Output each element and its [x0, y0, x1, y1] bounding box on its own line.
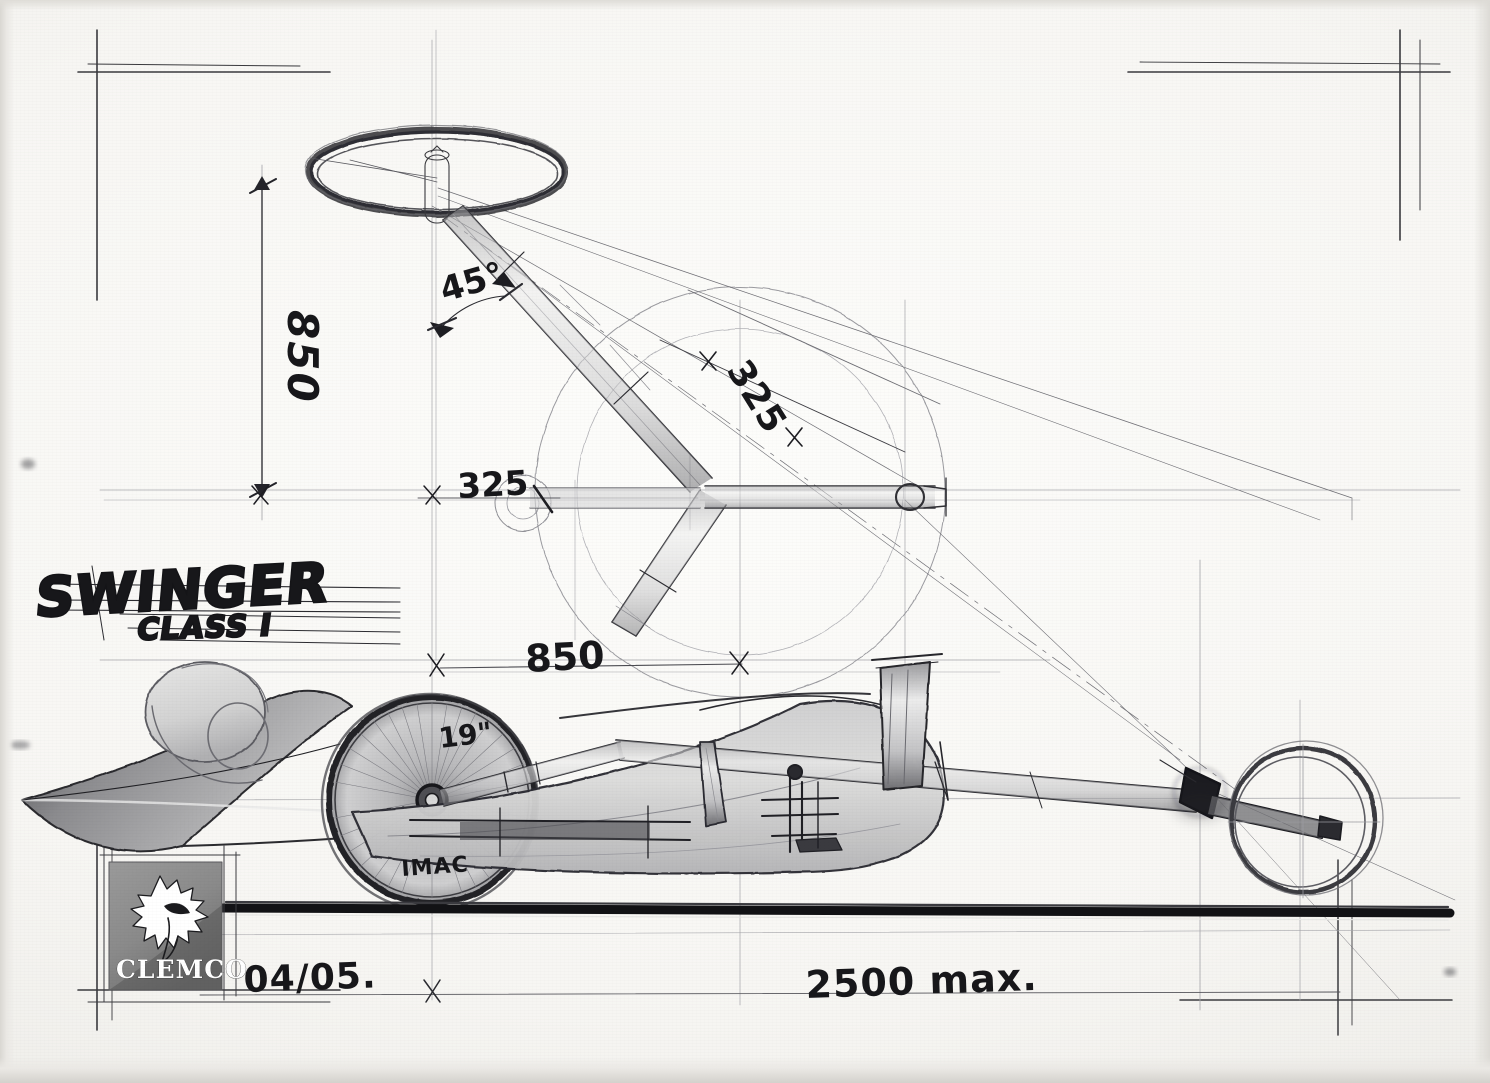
ground-line [217, 900, 1455, 921]
chassis-rail [409, 805, 691, 859]
title-rules [49, 565, 401, 645]
rear-wheel [1227, 740, 1384, 899]
dim-850-horizontal [427, 651, 749, 677]
brand-logo-plate [108, 861, 223, 991]
dim-325-horizontal [251, 484, 561, 514]
seat-post [699, 741, 727, 827]
dim-height-850 [249, 176, 277, 498]
logo-frame-ticks [99, 845, 241, 1003]
pedal-assembly [760, 763, 843, 854]
steering-wheel [304, 124, 569, 224]
y-link-fork [611, 489, 727, 637]
dim-325-diagonal [659, 289, 941, 453]
paper-edge-bottom [0, 1057, 1490, 1083]
tie-rod [704, 477, 947, 517]
paper-edge-top [0, 0, 1490, 10]
paper-edge-left [0, 0, 14, 1083]
steering-column [442, 205, 713, 493]
seat-back [871, 653, 949, 801]
photo-artifacts [10, 459, 1456, 976]
nose-cone [20, 689, 373, 853]
conch-shell-icon [130, 875, 209, 963]
dim-angle-45 [426, 272, 524, 338]
paper-edge-right [1474, 0, 1490, 1083]
dim-2500-max [199, 979, 1341, 1003]
front-push-rod [439, 741, 625, 807]
tie-rod-left [529, 487, 701, 509]
air-tank [144, 661, 269, 784]
steering-hub [424, 145, 450, 224]
